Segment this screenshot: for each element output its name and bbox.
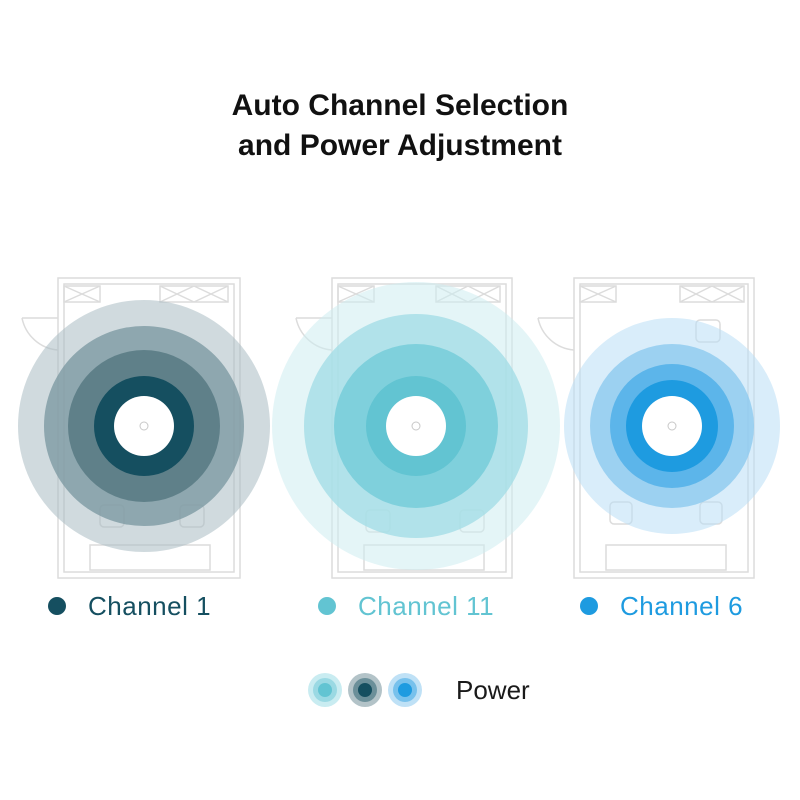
legend-channel-6: Channel 6: [580, 588, 743, 624]
channel-6-label: Channel 6: [620, 590, 744, 621]
channel-11-dot: [318, 597, 336, 615]
channel-11-label: Channel 11: [358, 590, 495, 621]
power-dot-channel-11: [308, 673, 342, 707]
page-title: Auto Channel Selection and Power Adjustm…: [0, 86, 800, 166]
access-point-2-device: [386, 396, 446, 456]
channel-6-dot: [580, 597, 598, 615]
channel-1-label: Channel 1: [88, 590, 212, 621]
power-label: Power: [456, 674, 530, 705]
legend-channel-1: Channel 1: [48, 588, 211, 624]
power-dot-channel-1: [348, 673, 382, 707]
power-dot-channel-6: [388, 673, 422, 707]
power-legend: Power: [308, 670, 530, 710]
access-point-1-device: [114, 396, 174, 456]
title-line-1: Auto Channel Selection: [231, 89, 569, 122]
legend-channel-11: Channel 11: [318, 588, 494, 624]
channel-1-dot: [48, 597, 66, 615]
access-point-3-device: [642, 396, 702, 456]
title-line-2: and Power Adjustment: [238, 129, 562, 162]
